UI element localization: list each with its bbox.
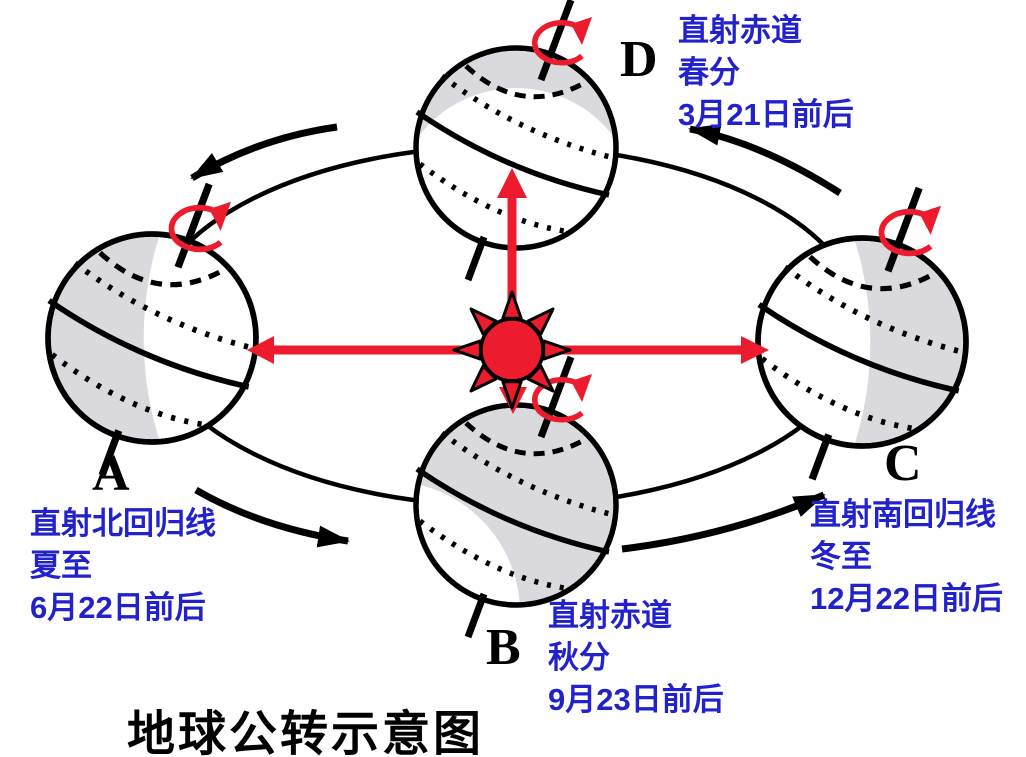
annotation-line: 春分 — [678, 55, 740, 90]
rotation-arrow — [878, 208, 933, 257]
annotation-line: 3月21日前后 — [678, 97, 854, 132]
annotation-line: 9月23日前后 — [548, 682, 724, 717]
rotation-arrowhead — [919, 205, 942, 235]
axis-top-stub — [884, 186, 923, 273]
rotation-arrow — [532, 20, 584, 66]
sun-ray — [501, 290, 523, 320]
revolution-arrow-bottom-left — [194, 486, 350, 548]
polar-circle-line — [464, 64, 588, 100]
sun-disc — [479, 317, 545, 383]
polar-circle-line — [98, 250, 227, 288]
annotation-line: 夏至 — [30, 548, 92, 583]
annotation-line: 秋分 — [548, 640, 610, 675]
axis-top-stub — [537, 0, 575, 82]
equator-line — [415, 466, 610, 555]
axis-bottom-stub — [464, 592, 488, 639]
position-label-B: B — [486, 619, 521, 676]
equator-line — [757, 302, 960, 394]
axis-top-stub — [174, 182, 213, 269]
diagram-title: 地球公转示意图 — [127, 708, 485, 757]
equator-line — [415, 109, 610, 198]
annotation-summer-solstice: 直射北回归线 夏至 6月22日前后 — [30, 503, 216, 629]
annotation-line: 冬至 — [810, 539, 872, 574]
night-shading — [51, 237, 253, 439]
annotation-line: 直射北回归线 — [30, 506, 216, 541]
axis-bottom-stub — [98, 429, 123, 477]
rotation-arrowhead — [571, 17, 592, 45]
earth-globe-A — [45, 182, 259, 477]
annotation-line: 直射南回归线 — [810, 497, 996, 532]
polar-circle-line — [808, 254, 937, 292]
earth-globe-B — [413, 355, 619, 639]
annotation-spring-equinox: 直射赤道 春分 3月21日前后 — [678, 10, 854, 136]
earth-globe-D — [413, 0, 619, 282]
sun-ray — [452, 339, 482, 361]
revolution-arrow-bottom-right — [621, 491, 826, 553]
sunlight-arrowhead-right — [741, 336, 769, 364]
earth-globe-C — [755, 186, 969, 481]
revolution-arrow-top-left — [190, 123, 338, 181]
sun-icon — [452, 290, 572, 410]
position-label-C: C — [884, 435, 922, 492]
position-label-A: A — [92, 445, 130, 502]
sun-ray — [542, 339, 572, 361]
equator-line — [47, 298, 250, 390]
annotation-line: 6月22日前后 — [30, 590, 206, 625]
revolution-arrow-top-right — [688, 123, 842, 196]
position-label-D: D — [620, 31, 658, 88]
rotation-arrowhead — [571, 374, 592, 402]
axis-top-stub — [537, 355, 575, 439]
annotation-line: 直射赤道 — [678, 13, 802, 48]
axis-bottom-stub — [808, 433, 833, 481]
rotation-arrow — [168, 204, 223, 253]
annotation-line: 12月22日前后 — [810, 581, 1003, 616]
annotation-line: 直射赤道 — [548, 598, 672, 633]
sunlight-arrowhead-up — [497, 168, 527, 198]
rotation-arrowhead — [209, 201, 232, 231]
rotation-arrow — [532, 377, 584, 423]
sunlight-arrowhead-left — [247, 336, 274, 364]
annotation-winter-solstice: 直射南回归线 冬至 12月22日前后 — [810, 494, 1003, 620]
annotation-autumn-equinox: 直射赤道 秋分 9月23日前后 — [548, 595, 724, 721]
polar-circle-line — [464, 421, 588, 457]
night-shading — [761, 241, 963, 443]
axis-bottom-stub — [464, 235, 488, 282]
